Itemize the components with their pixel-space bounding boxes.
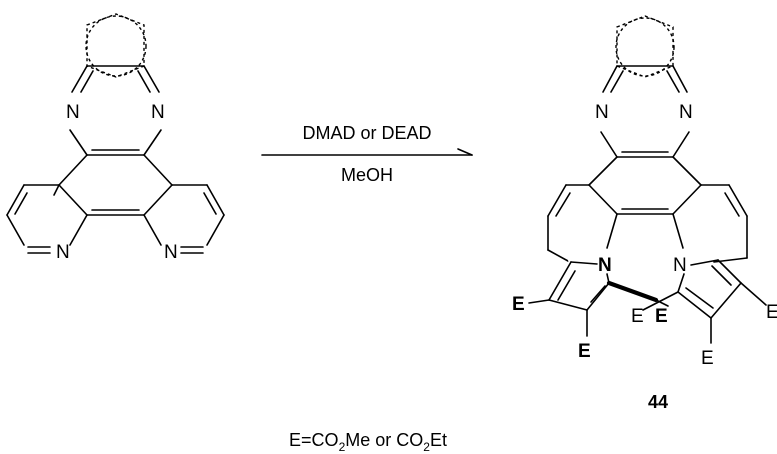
reactant-dashed-benzo-ring (85, 13, 147, 78)
product-dashed-benzo-ring (615, 15, 675, 78)
reactant-pyrazine-n-right: N (151, 102, 165, 123)
compound-number: 44 (648, 392, 668, 412)
ester-definition: E=CO2Me or CO2Et (289, 430, 447, 454)
reactant-right-pyridine-ring (143, 184, 225, 254)
product-left-outer-ring (547, 184, 618, 262)
knockout-mask (568, 260, 648, 338)
product-pyrazine-n-left: N (595, 102, 609, 123)
product-pyrrole-n-front: N (598, 255, 612, 276)
reaction-arrow-group: DMAD or DEAD MeOH (261, 123, 473, 185)
product-e-back-bottom: E (701, 348, 714, 369)
ester-definition-sub2: 2 (423, 440, 430, 454)
product-structure: N N N N E E E E E E (512, 15, 777, 369)
product-back-pyrrole-ring (642, 259, 767, 344)
reaction-arrow-head (457, 148, 473, 156)
ester-definition-suffix: Et (430, 430, 447, 450)
product-e-front-left: E (512, 294, 525, 315)
reagents-label: DMAD or DEAD (302, 123, 431, 143)
reactant-pyrazine-ring (69, 65, 162, 156)
reactant-left-pyridine-ring (6, 184, 88, 254)
product-e-back-left: E (631, 306, 644, 327)
product-pyrrole-n-back: N (673, 255, 687, 276)
ester-definition-prefix: E=CO (289, 430, 339, 450)
product-pyrazine-ring (600, 65, 690, 158)
reactant-pyridine-n-right: N (164, 242, 178, 263)
reactant-pyridine-n-left: N (56, 242, 70, 263)
ester-definition-mid: Me or CO (345, 430, 423, 450)
product-e-back-right: E (766, 302, 777, 323)
product-right-outer-ring (672, 184, 748, 263)
solvent-label: MeOH (341, 165, 393, 185)
product-pyrazine-n-right: N (679, 102, 693, 123)
reactant-central-ring (58, 154, 173, 216)
product-e-front-right: E (655, 306, 668, 327)
product-front-pyrrole-ring (528, 261, 669, 337)
ester-definition-sub1: 2 (339, 440, 346, 454)
product-central-ring (588, 156, 702, 215)
reactant-pyrazine-n-left: N (66, 102, 80, 123)
product-e-front-bottom: E (578, 341, 591, 362)
reactant-structure: N N N N (6, 13, 225, 263)
